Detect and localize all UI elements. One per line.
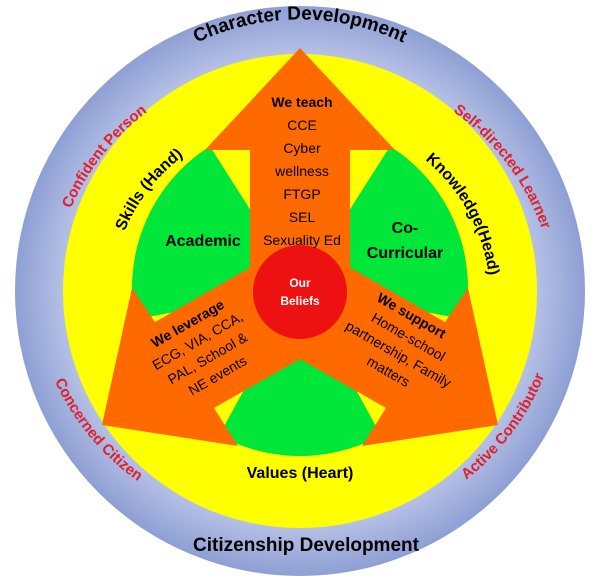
outer-bottom-title: Citizenship Development bbox=[193, 535, 420, 556]
up-arrow-heading: We teach bbox=[271, 94, 332, 110]
academic-label: Academic bbox=[165, 233, 241, 250]
up-arrow-line: wellness bbox=[274, 163, 329, 179]
core-line2: Beliefs bbox=[280, 294, 320, 308]
arrow-up bbox=[205, 48, 395, 288]
core-circle bbox=[253, 245, 347, 339]
up-arrow-line: Sexuality Ed bbox=[263, 232, 341, 248]
core-line1: Our bbox=[289, 276, 311, 290]
cocurricular-line1: Co- bbox=[392, 220, 419, 237]
up-arrow-line: Cyber bbox=[283, 140, 321, 156]
values-label: Values (Heart) bbox=[247, 465, 354, 482]
up-arrow-line: SEL bbox=[289, 209, 316, 225]
cocurricular-line2: Curricular bbox=[367, 245, 443, 262]
up-arrow-line: CCE bbox=[287, 117, 317, 133]
up-arrow-line: FTGP bbox=[283, 186, 320, 202]
